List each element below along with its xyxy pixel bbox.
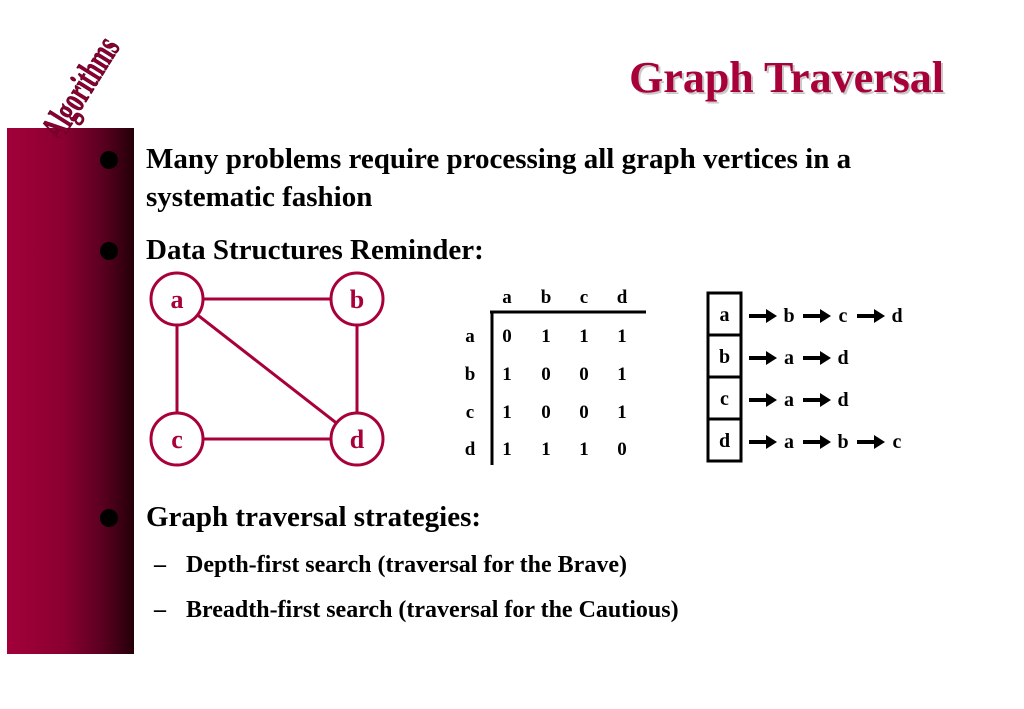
bullet-item-2: Data Structures Reminder: bbox=[100, 231, 880, 269]
graph-vertex-label: c bbox=[171, 425, 183, 454]
sub-bullet-text: Depth-first search (traversal for the Br… bbox=[186, 552, 627, 578]
side-bar-decoration bbox=[7, 128, 134, 654]
list-vertex-label: d bbox=[719, 430, 730, 452]
bullet-dot-icon bbox=[100, 242, 118, 260]
matrix-cell: 0 bbox=[617, 439, 627, 460]
graph-vertex-b bbox=[329, 271, 385, 327]
graph-vertex-a bbox=[149, 271, 205, 327]
graph-vertex-label: b bbox=[350, 285, 364, 314]
sub-bullet-item-1: – Depth-first search (traversal for the … bbox=[154, 550, 627, 580]
matrix-cell: 0 bbox=[541, 364, 551, 385]
arrow-icon bbox=[820, 309, 831, 323]
matrix-cell: 1 bbox=[617, 402, 627, 423]
list-neighbor-node: c bbox=[839, 305, 848, 327]
arrow-icon bbox=[820, 435, 831, 449]
arrow-icon bbox=[874, 309, 885, 323]
matrix-col-header: b bbox=[541, 287, 552, 308]
list-neighbor-node: d bbox=[837, 347, 848, 369]
list-neighbor-node: b bbox=[783, 305, 794, 327]
matrix-cell: 0 bbox=[579, 364, 589, 385]
arrow-icon bbox=[766, 351, 777, 365]
list-vertex-label: b bbox=[719, 346, 730, 368]
list-neighbor-node: a bbox=[784, 431, 794, 453]
bullet-text: Graph traversal strategies: bbox=[146, 501, 482, 533]
bullet-item-1: Many problems require processing all gra… bbox=[100, 140, 880, 216]
bullet-dot-icon bbox=[100, 509, 118, 527]
matrix-cell: 0 bbox=[579, 402, 589, 423]
bullet-item-3: Graph traversal strategies: bbox=[100, 498, 880, 536]
arrow-icon bbox=[766, 393, 777, 407]
arrow-icon bbox=[766, 435, 777, 449]
matrix-row-header: a bbox=[465, 326, 475, 347]
logo-text: Algorithms bbox=[32, 29, 128, 138]
arrow-icon bbox=[820, 351, 831, 365]
page-title: Graph Traversal bbox=[629, 53, 944, 102]
matrix-cell: 1 bbox=[617, 364, 627, 385]
list-vertex-label: a bbox=[720, 304, 730, 326]
list-neighbor-node: c bbox=[893, 431, 902, 453]
arrow-icon bbox=[820, 393, 831, 407]
list-neighbor-node: d bbox=[891, 305, 902, 327]
sub-bullet-dash: – bbox=[154, 552, 166, 578]
graph-diagram: a b c d bbox=[149, 271, 385, 467]
matrix-row-header: b bbox=[465, 364, 476, 385]
list-neighbor-node: a bbox=[784, 347, 794, 369]
matrix-col-header: a bbox=[502, 287, 512, 308]
sub-bullet-text: Breadth-first search (traversal for the … bbox=[186, 597, 679, 623]
matrix-cell: 0 bbox=[541, 402, 551, 423]
list-neighbor-node: b bbox=[837, 431, 848, 453]
bullet-text: Data Structures Reminder: bbox=[146, 234, 484, 266]
matrix-cell: 1 bbox=[502, 364, 512, 385]
graph-vertex-label: a bbox=[171, 285, 184, 314]
matrix-col-header: c bbox=[580, 287, 588, 308]
matrix-row-header: c bbox=[466, 402, 474, 423]
matrix-cell: 0 bbox=[502, 326, 512, 347]
matrix-row-header: d bbox=[465, 439, 476, 460]
graph-vertex-label: d bbox=[350, 425, 365, 454]
graph-vertex-d bbox=[329, 411, 385, 467]
algorithms-logo: Algorithms bbox=[32, 29, 128, 138]
matrix-cell: 1 bbox=[617, 326, 627, 347]
matrix-cell: 1 bbox=[541, 439, 551, 460]
graph-edge-a-d bbox=[196, 313, 338, 425]
bullet-dot-icon bbox=[100, 151, 118, 169]
arrow-icon bbox=[766, 309, 777, 323]
matrix-cell: 1 bbox=[579, 326, 589, 347]
matrix-cell: 1 bbox=[541, 326, 551, 347]
sub-bullet-dash: – bbox=[154, 597, 166, 623]
bullet-text: Many problems require processing all gra… bbox=[146, 143, 852, 213]
matrix-cell: 1 bbox=[502, 402, 512, 423]
matrix-cell: 1 bbox=[579, 439, 589, 460]
graph-vertex-c bbox=[149, 411, 205, 467]
list-neighbor-node: d bbox=[837, 389, 848, 411]
list-vertex-label: c bbox=[720, 388, 729, 410]
list-neighbor-node: a bbox=[784, 389, 794, 411]
matrix-cell: 1 bbox=[502, 439, 512, 460]
sub-bullet-item-2: – Breadth-first search (traversal for th… bbox=[154, 595, 679, 625]
arrow-icon bbox=[874, 435, 885, 449]
matrix-col-header: d bbox=[617, 287, 628, 308]
